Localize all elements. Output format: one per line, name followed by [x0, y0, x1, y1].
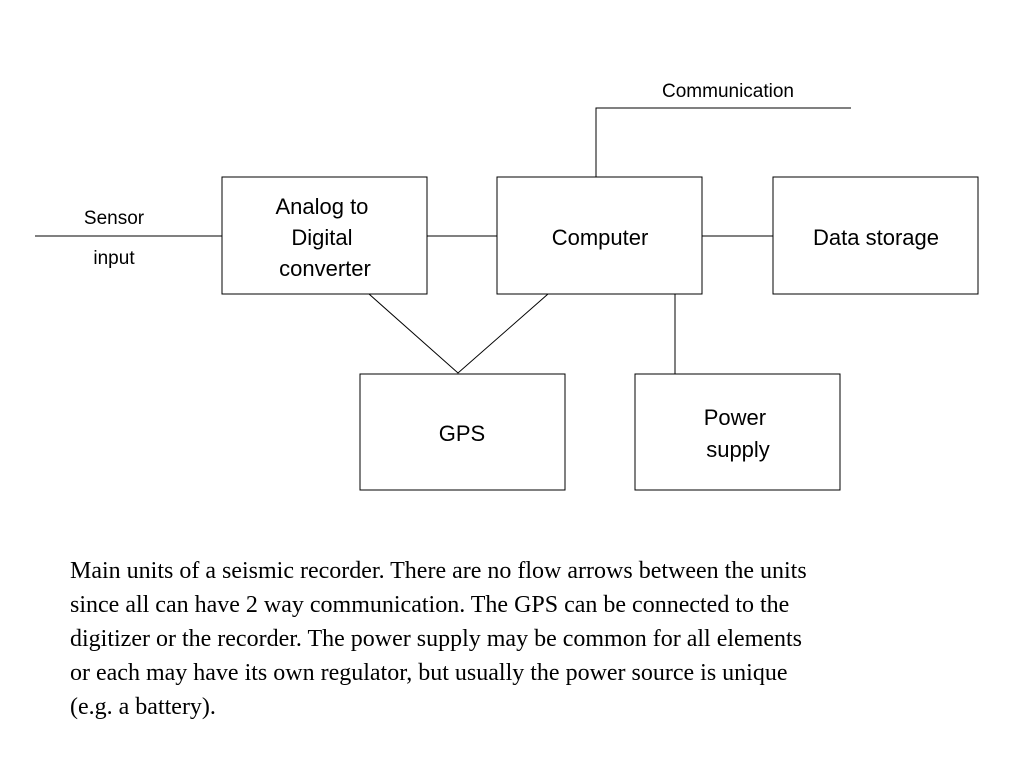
caption-line-4: or each may have its own regulator, but …	[70, 660, 788, 686]
computer-box	[496, 176, 703, 295]
adc-label-line-3: converter	[279, 256, 371, 281]
data-storage-label: Data storage	[813, 225, 939, 250]
gps-box	[359, 373, 566, 491]
caption-line-1: Main units of a seismic recorder. There …	[70, 558, 807, 584]
power-supply-box	[634, 373, 841, 491]
caption-line-5: (e.g. a battery).	[70, 694, 216, 720]
communication-line	[595, 107, 851, 177]
power-supply-label-line-1: Power	[704, 405, 766, 430]
adc-box	[221, 176, 428, 295]
computer-label: Computer	[552, 225, 649, 250]
caption-paragraph: Main units of a seismic recorder. There …	[70, 554, 970, 724]
adc-label-line-2: Digital	[291, 225, 352, 250]
gps-link-lines	[368, 293, 549, 374]
data-storage-box	[772, 176, 979, 295]
input-label: input	[93, 248, 135, 269]
adc-label-line-1: Analog to	[275, 194, 368, 219]
power-supply-label-line-2: supply	[706, 437, 770, 462]
gps-label: GPS	[439, 421, 485, 446]
caption-line-3: digitizer or the recorder. The power sup…	[70, 626, 802, 652]
power-supply-label: Power supply	[704, 405, 772, 462]
adc-label: Analog to Digital converter	[275, 194, 374, 281]
communication-label: Communication	[662, 81, 794, 102]
caption-line-2: since all can have 2 way communication. …	[70, 592, 790, 618]
sensor-label: Sensor	[84, 208, 145, 229]
